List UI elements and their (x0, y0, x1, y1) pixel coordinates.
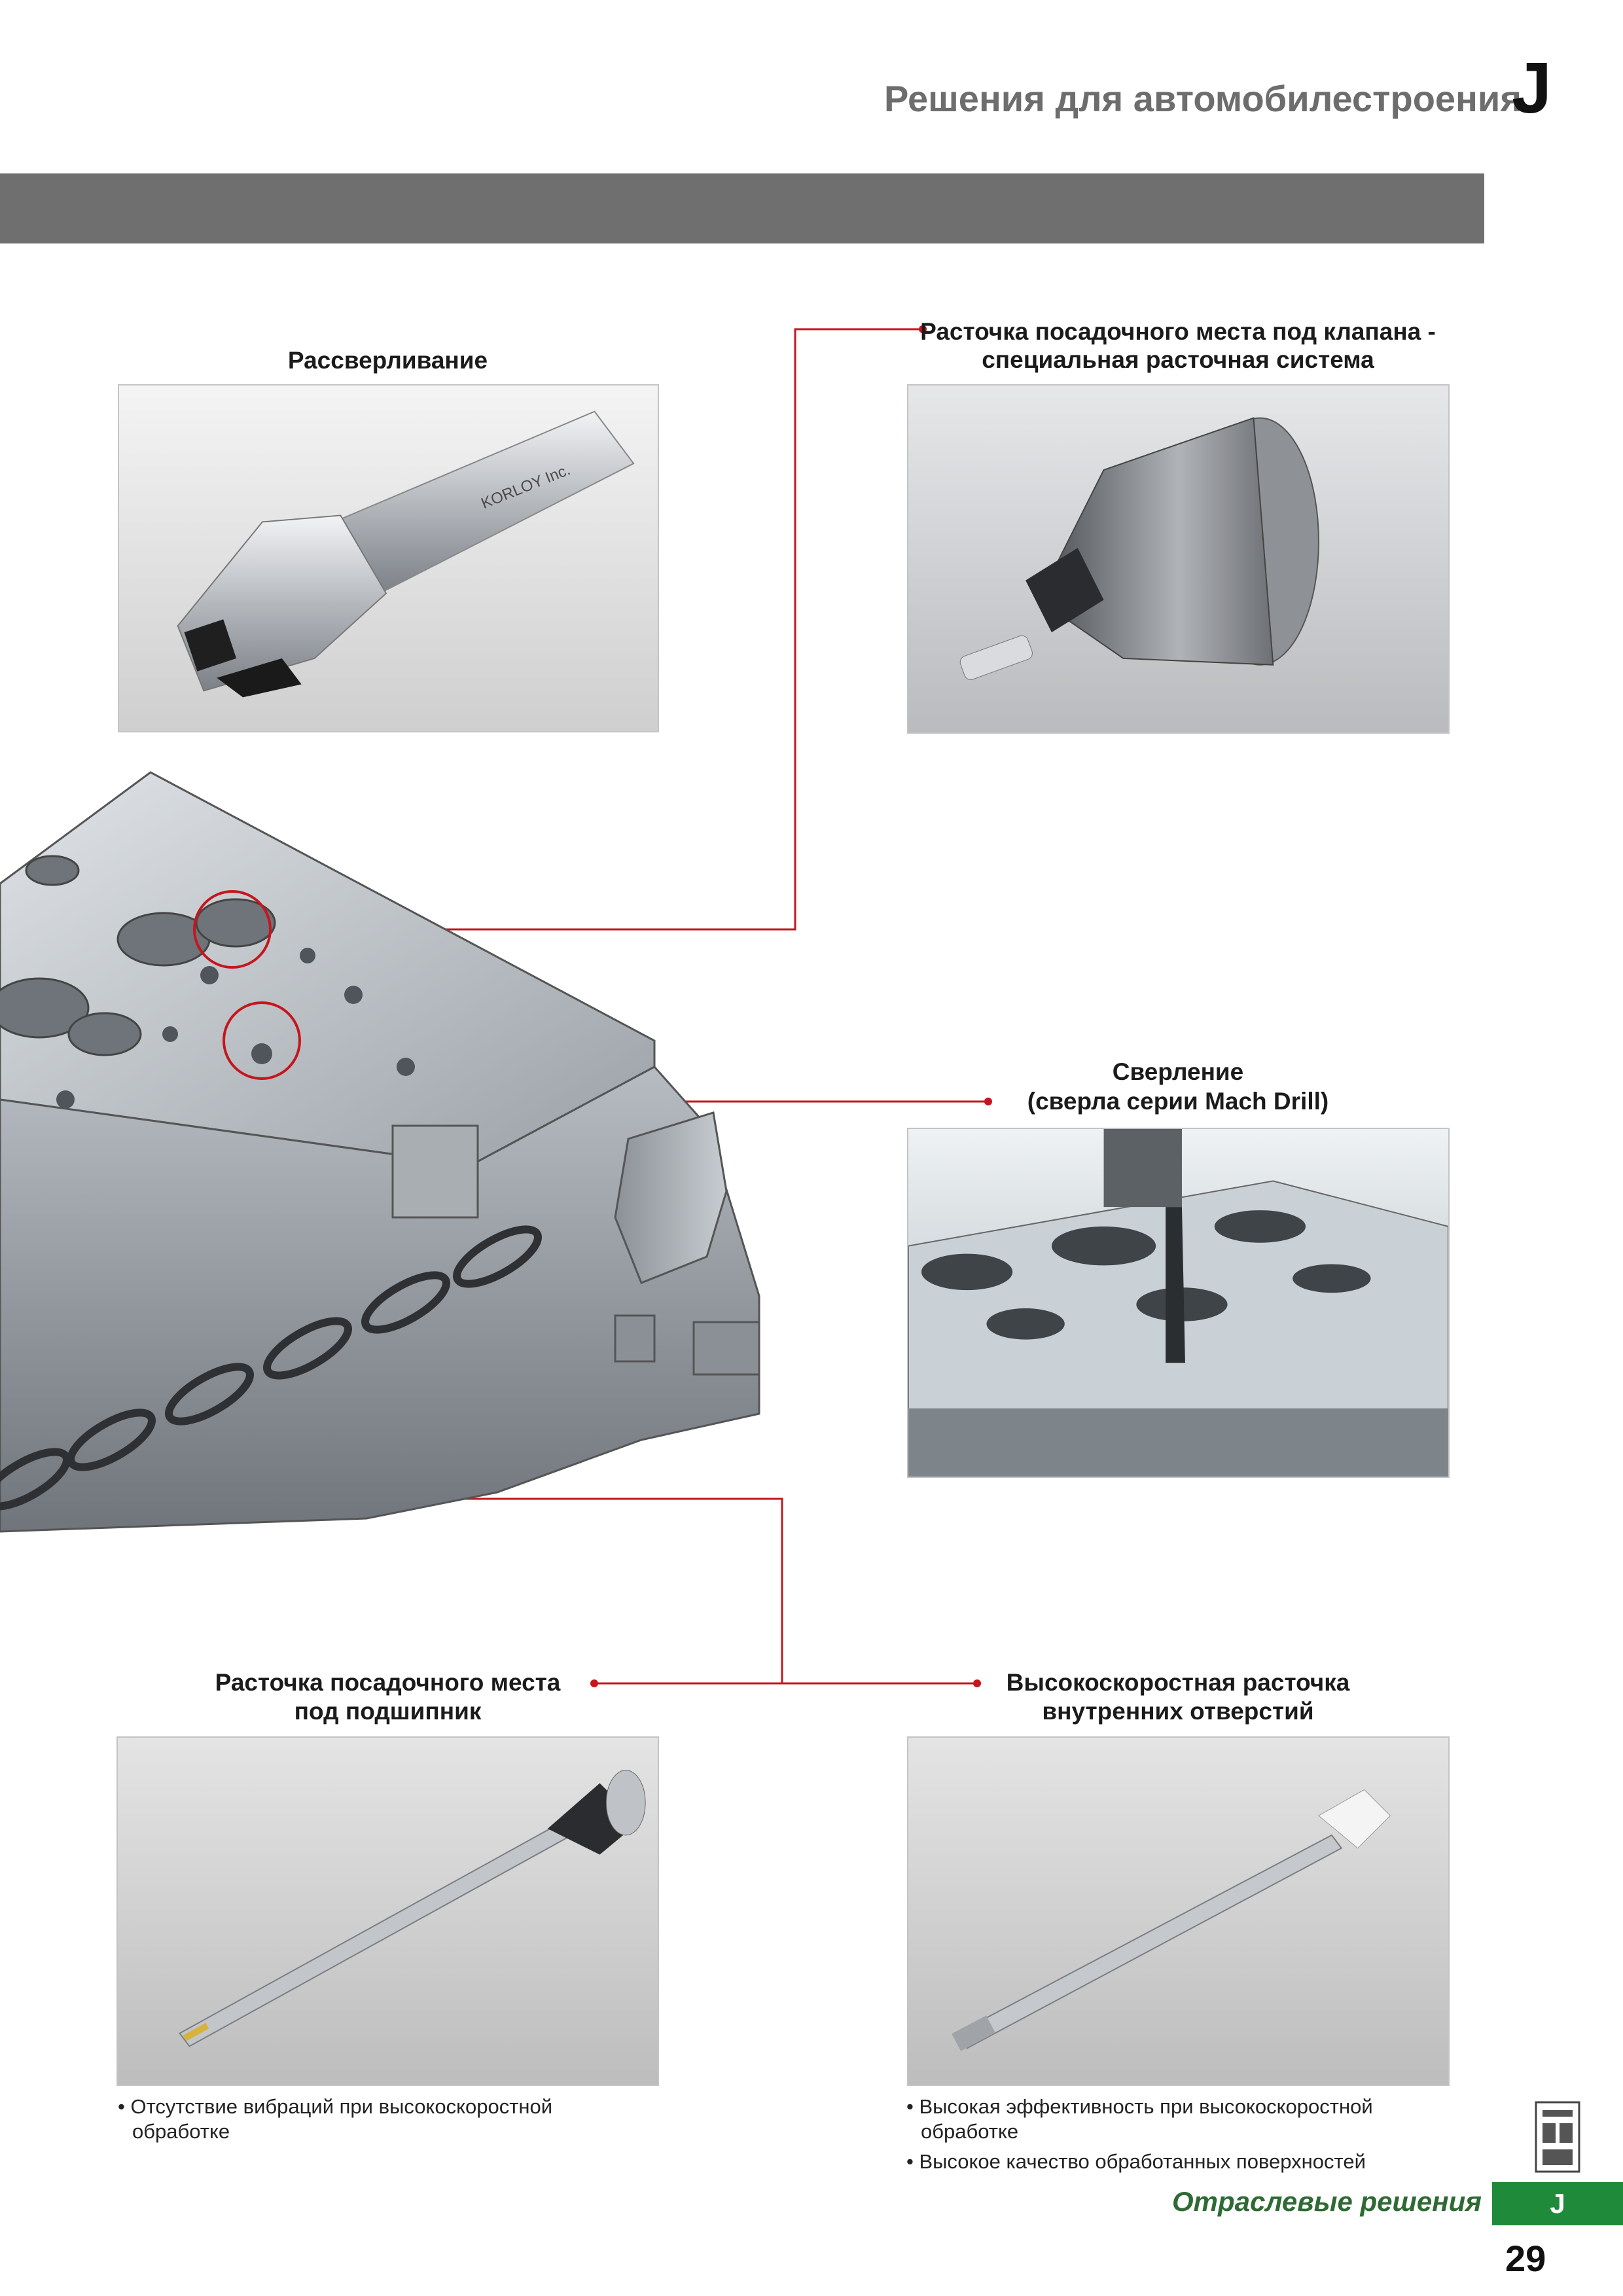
bullets-right: • Высокая эффективность при высокоскорос… (906, 2094, 1450, 2179)
caption-hs-boring-2: внутренних отверстий (1042, 1698, 1314, 1725)
header-bar (0, 173, 1484, 243)
bullet-text: Высокое качество обработанных поверхност… (919, 2150, 1366, 2173)
bullet-item: • Отсутствие вибраций при высокоскоростн… (118, 2095, 553, 2143)
bullets-left: • Отсутствие вибраций при высокоскоростн… (118, 2094, 628, 2149)
caption-valve-seat-2: специальная расточная система (982, 346, 1374, 373)
bullet-text: Отсутствие вибраций при высокоскоростной… (130, 2095, 553, 2143)
caption-hs-boring-1: Высокоскоростная расточка (1006, 1669, 1350, 1696)
bullet-text: Высокая эффективность при высокоскоростн… (919, 2095, 1373, 2143)
cylinder-head-illustration (0, 771, 760, 1533)
caption-bearing-1: Расточка посадочного места (215, 1669, 561, 1696)
section-letter: J (1512, 48, 1552, 128)
caption-bearing-2: под подшипник (294, 1698, 482, 1725)
caption-reaming: Рассверливание (287, 347, 488, 374)
reaming-tool-image: KORLOY Inc. (118, 384, 659, 732)
caption-drilling-1: Сверление (1112, 1058, 1244, 1085)
caption-valve-seat-1: Расточка посадочного места под клапана - (920, 318, 1436, 345)
footer-section-tab[interactable]: J (1492, 2182, 1623, 2225)
bearing-boring-bar-image (116, 1736, 659, 2086)
page-number: 29 (1505, 2238, 1546, 2279)
hs-boring-bar-image (907, 1736, 1450, 2086)
page-header-title: Решения для автомобилестроения (884, 78, 1522, 119)
valve-seat-boring-image (907, 384, 1450, 734)
footer-section-title: Отраслевые решения (1171, 2186, 1482, 2217)
caption-drilling-2: (сверла серии Mach Drill) (1027, 1088, 1329, 1115)
bullet-item: • Высокая эффективность при высокоскорос… (906, 2095, 1373, 2143)
drilling-image (907, 1128, 1450, 1478)
bullet-item: • Высокое качество обработанных поверхно… (906, 2150, 1366, 2173)
section-thumbnail-icon (1535, 2101, 1580, 2173)
